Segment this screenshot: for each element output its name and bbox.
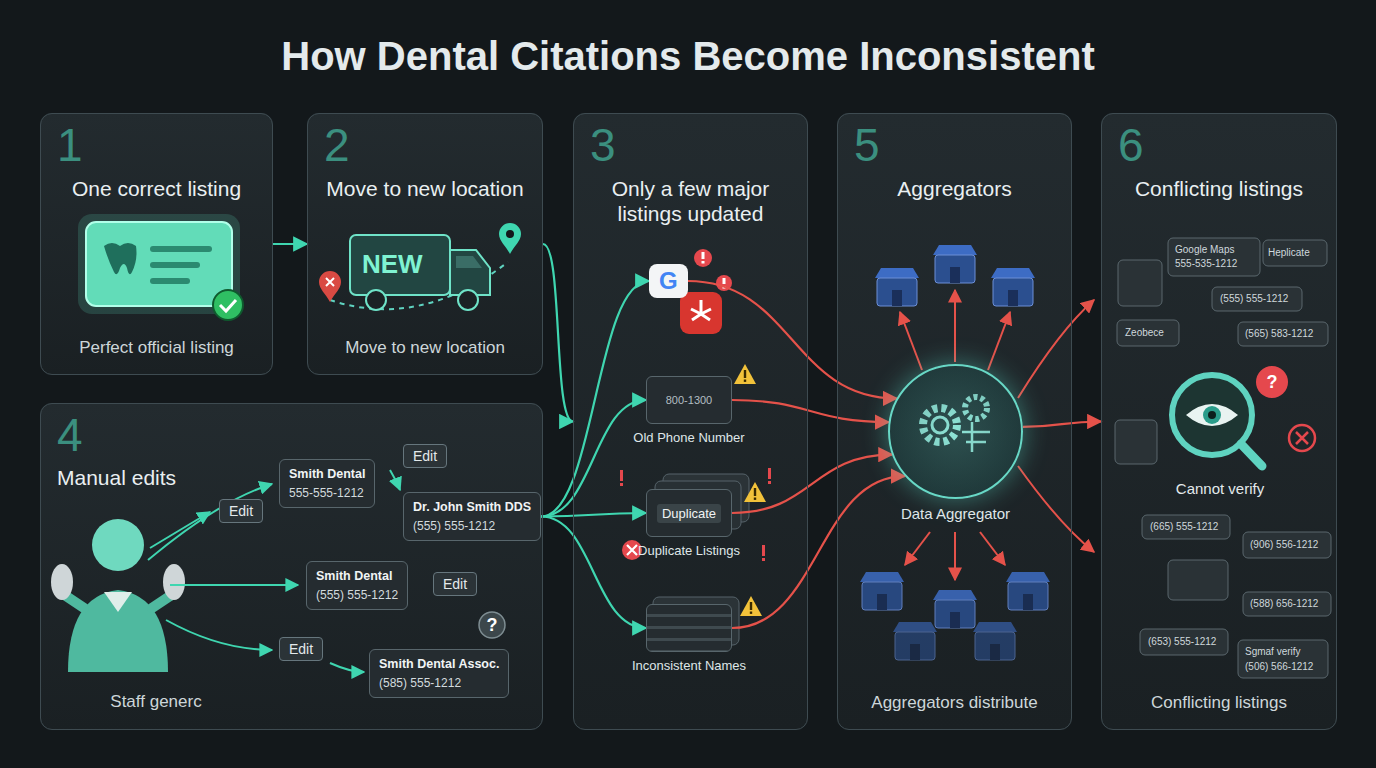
- flow-arrow: [732, 455, 892, 513]
- listing-fragment: (906) 556-1212: [1250, 539, 1318, 550]
- listing-phone: (555) 555-1212: [413, 519, 531, 533]
- google-listing: G: [649, 264, 688, 298]
- flow-arrow: [732, 400, 889, 422]
- listing-phone: (555) 555-1212: [316, 588, 398, 602]
- flow-arrow: [1023, 422, 1101, 427]
- listing-card: Dr. John Smith DDS (555) 555-1212: [403, 492, 541, 541]
- logo-letter: G: [659, 267, 678, 295]
- node-caption: Data Aggregator: [901, 505, 1010, 522]
- step-heading: Manual edits: [57, 466, 176, 490]
- listing-fragment: (506) 566-1212: [1245, 661, 1313, 672]
- step-panel: 1One correct listingPerfect official lis…: [40, 113, 273, 375]
- listing-fragment: Sgmaf verify: [1245, 646, 1301, 657]
- listing-card: Inconsistent Names: [646, 604, 732, 652]
- listing-fragment: (653) 555-1212: [1148, 636, 1216, 647]
- aggregator-circle: Data Aggregator: [888, 364, 1023, 499]
- edit-label: Edit: [289, 641, 313, 657]
- step-panel: 3Only a few major listings updatedG 800-1…: [573, 113, 808, 730]
- edit-button: Edit: [403, 444, 447, 468]
- flow-arrow: [732, 476, 905, 628]
- truck-label: NEW: [362, 249, 423, 280]
- step-heading: Conflicting listings: [1110, 176, 1328, 201]
- step-number: 3: [590, 118, 616, 172]
- listing-fragment: (565) 583-1212: [1245, 328, 1313, 339]
- step-panel: 5AggregatorsAggregators distribute Data A…: [837, 113, 1072, 730]
- symbol-mark: ?: [487, 615, 498, 636]
- node-text: Staff generc: [81, 692, 231, 712]
- listing-card: Smith Dental (555) 555-1212: [306, 561, 408, 610]
- edit-button: Edit: [219, 499, 263, 523]
- listing-fragment: 555-535-1212: [1175, 258, 1237, 269]
- listing-name: Dr. John Smith DDS: [413, 500, 531, 514]
- flow-arrow: [273, 243, 307, 245]
- flow-arrow: [543, 244, 573, 422]
- edit-label: Edit: [413, 448, 437, 464]
- listing-phone: (585) 555-1212: [379, 676, 499, 690]
- step-number: 1: [57, 118, 83, 172]
- listing-badge: Duplicate: [657, 504, 721, 523]
- listing-card: Smith Dental Assoc. (585) 555-1212: [369, 649, 509, 698]
- step-number: 6: [1118, 118, 1144, 172]
- step-caption: Conflicting listings: [1106, 693, 1332, 713]
- listing-name: Smith Dental: [289, 467, 365, 481]
- step-heading: One correct listing: [49, 176, 264, 201]
- flow-arrow: [541, 281, 649, 517]
- edit-button: Edit: [433, 572, 477, 596]
- step-caption: Perfect official listing: [45, 338, 268, 358]
- flow-arrow: [541, 513, 646, 517]
- listing-fragment: Heplicate: [1268, 247, 1310, 258]
- edit-label: Edit: [443, 576, 467, 592]
- step-heading: Move to new location: [316, 176, 534, 201]
- node-caption: Duplicate Listings: [638, 543, 740, 558]
- flow-arrow: [541, 400, 646, 517]
- listing-name: Smith Dental: [316, 569, 398, 583]
- node-text: Cannot verify: [1162, 480, 1278, 497]
- listing-fragment: (588) 656-1212: [1250, 598, 1318, 609]
- listing-fragment: Google Maps: [1175, 244, 1234, 255]
- listing-card: Smith Dental 555-555-1212: [279, 459, 375, 508]
- step-panel: 4Manual editsStaff genercEditSmith Denta…: [40, 403, 543, 730]
- flow-arrow: [541, 517, 646, 629]
- listing-card: 800-1300Old Phone Number: [646, 376, 732, 424]
- step-panel: 6Conflicting listingsCannot verifyConfli…: [1101, 113, 1337, 730]
- listing-fragment: (555) 555-1212: [1220, 293, 1288, 304]
- node-caption: Old Phone Number: [633, 430, 744, 445]
- step-panel: 2Move to new locationMove to new locatio…: [307, 113, 543, 375]
- listing-fragment: (665) 555-1212: [1150, 521, 1218, 532]
- step-number: 4: [57, 408, 83, 462]
- step-caption: Move to new location: [312, 338, 538, 358]
- listing-name: Smith Dental Assoc.: [379, 657, 499, 671]
- edit-label: Edit: [229, 503, 253, 519]
- step-heading: Aggregators: [846, 176, 1063, 201]
- listing-fragment: Zeobece: [1125, 327, 1164, 338]
- step-number: 2: [324, 118, 350, 172]
- edit-button: Edit: [279, 637, 323, 661]
- node-caption: Inconsistent Names: [632, 658, 746, 673]
- diagram-title: How Dental Citations Become Inconsistent: [0, 34, 1376, 79]
- symbol-mark: ?: [1267, 372, 1278, 393]
- step-number: 5: [854, 118, 880, 172]
- listing-card: DuplicateDuplicate Listings: [646, 489, 732, 537]
- listing-text: 800-1300: [666, 394, 713, 406]
- step-heading: Only a few major listings updated: [582, 176, 799, 226]
- listing-phone: 555-555-1212: [289, 486, 365, 500]
- step-caption: Aggregators distribute: [842, 693, 1067, 713]
